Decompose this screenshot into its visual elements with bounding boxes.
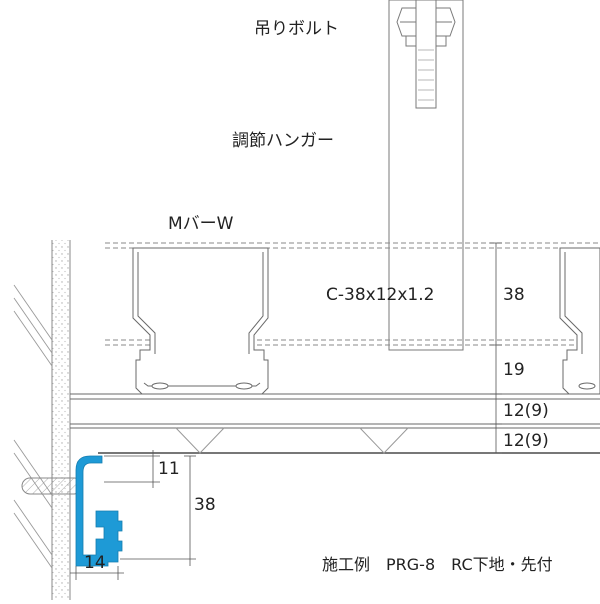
dim-14: 14 [84,553,106,573]
m-bar-right [559,247,600,395]
label-c-channel: C-38x12x1.2 [326,285,434,305]
caption: 施工例 PRG-8 RC下地・先付 [322,555,553,574]
label-m-bar-w: MバーW [168,214,234,234]
dim-38-top: 38 [503,285,525,305]
dim-12-9-b: 12(9) [503,431,549,451]
prg8-profile [75,455,123,567]
label-hanging-bolt: 吊りボルト [254,19,339,39]
wall-hatch-lines [13,284,53,569]
hanging-bolt [388,0,464,351]
label-adjust-hanger: 調節ハンガー [232,131,334,151]
dim-11: 11 [158,459,180,479]
m-bar-left [132,247,269,395]
dim-19: 19 [503,360,525,380]
ceiling-boards [70,393,600,454]
dim-38-side: 38 [194,495,216,515]
dim-12-9-a: 12(9) [503,401,549,421]
rc-wall [13,240,83,600]
dimension-lines [70,242,502,580]
